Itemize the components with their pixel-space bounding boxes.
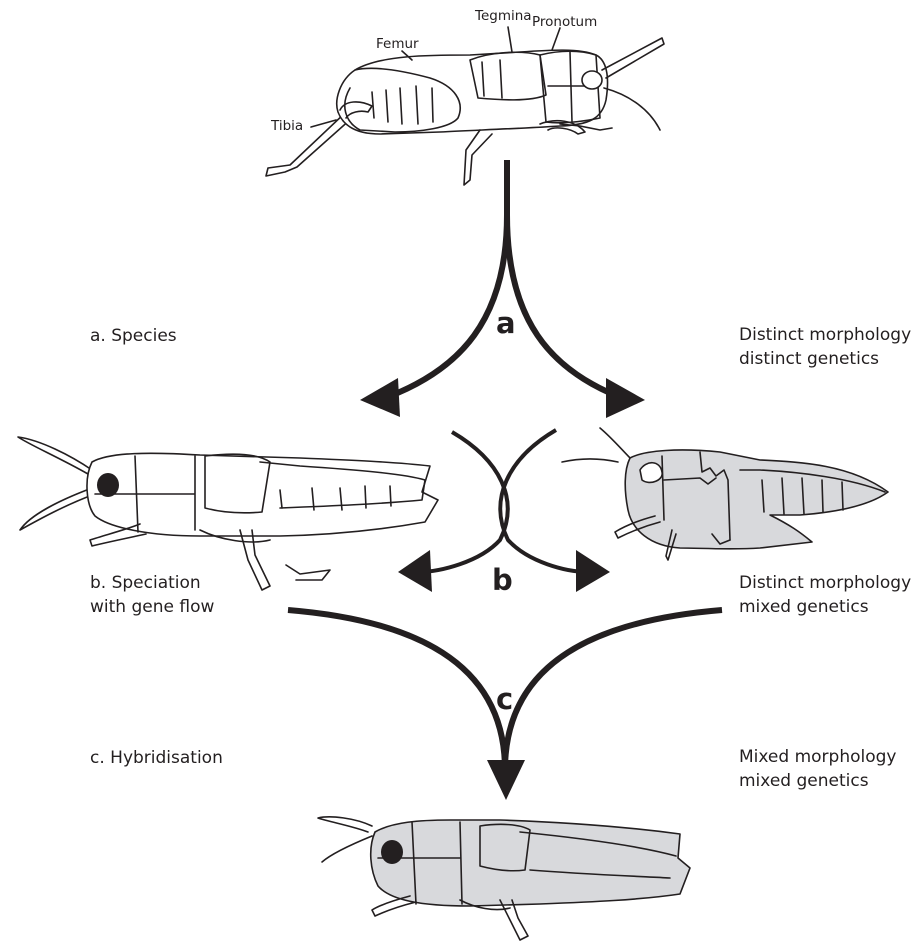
grasshopper-right-grey: [562, 428, 888, 560]
label-tegmina: Tegmina: [475, 8, 532, 24]
label-right-c-line2: mixed genetics: [739, 769, 896, 793]
label-speciation: b. Speciation with gene flow: [90, 571, 214, 619]
label-speciation-line1: b. Speciation: [90, 571, 214, 595]
grasshopper-hybrid: [318, 817, 690, 940]
step-a: a: [496, 306, 516, 340]
label-right-b: Distinct morphology mixed genetics: [739, 571, 911, 619]
label-right-b-line1: Distinct morphology: [739, 571, 911, 595]
label-right-b-line2: mixed genetics: [739, 595, 911, 619]
label-right-a-line1: Distinct morphology: [739, 323, 911, 347]
label-tibia: Tibia: [271, 118, 303, 134]
grasshopper-species-a: [266, 38, 664, 185]
step-c: c: [496, 682, 513, 716]
label-right-a-line2: distinct genetics: [739, 347, 911, 371]
label-right-c-line1: Mixed morphology: [739, 745, 896, 769]
label-speciation-line2: with gene flow: [90, 595, 214, 619]
step-b: b: [492, 563, 513, 597]
label-hybridisation: c. Hybridisation: [90, 746, 223, 770]
label-right-a: Distinct morphology distinct genetics: [739, 323, 911, 371]
arrow-a: [360, 160, 645, 418]
grasshopper-left-white: [18, 437, 438, 590]
label-species: a. Species: [90, 324, 177, 348]
label-pronotum: Pronotum: [532, 14, 597, 30]
label-femur: Femur: [376, 36, 419, 52]
label-right-c: Mixed morphology mixed genetics: [739, 745, 896, 793]
